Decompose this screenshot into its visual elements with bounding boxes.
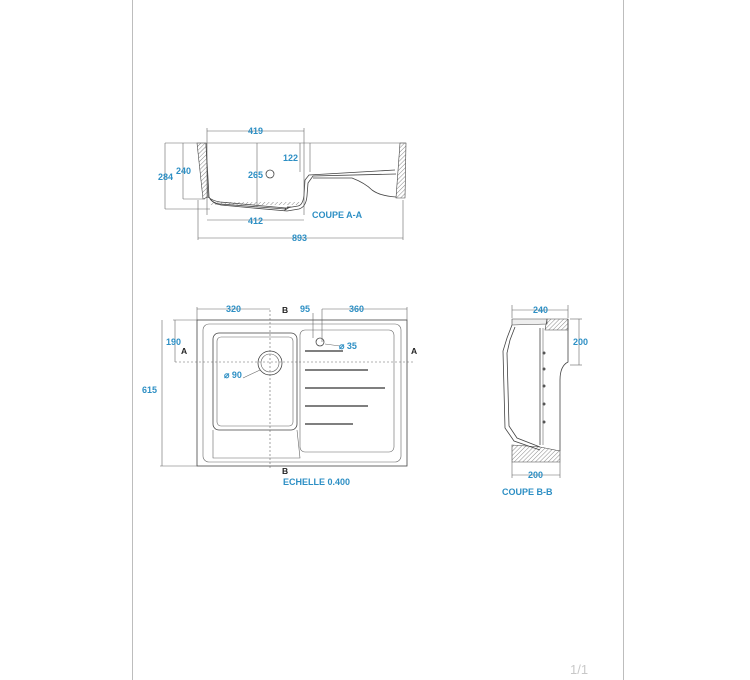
dim-bb-bottom-width: 200 xyxy=(528,470,543,480)
cut-mark-a-left: A xyxy=(181,346,187,356)
cut-mark-b-bottom: B xyxy=(282,466,288,476)
dim-aa-bottom-width: 412 xyxy=(248,216,263,226)
dim-plan-tap-offset: 95 xyxy=(300,304,310,314)
dim-plan-overall-depth: 615 xyxy=(142,385,157,395)
cut-mark-a-right: A xyxy=(411,346,417,356)
dim-aa-depth-inner: 240 xyxy=(176,166,191,176)
cut-mark-b-top: B xyxy=(282,305,288,315)
dim-aa-overall-width: 893 xyxy=(292,233,307,243)
section-bb-title: COUPE B-B xyxy=(502,487,553,497)
dim-tap-diameter: ⌀ 35 xyxy=(339,341,357,351)
dim-aa-top-width: 419 xyxy=(248,126,263,136)
dim-plan-left-width: 320 xyxy=(226,304,241,314)
dim-aa-hole-height: 265 xyxy=(248,170,263,180)
dim-bb-height: 200 xyxy=(573,337,588,347)
dim-plan-right-width: 360 xyxy=(349,304,364,314)
dim-plan-cut-height: 190 xyxy=(166,337,181,347)
section-bb-drawing: 240 200 200 COUPE B-B xyxy=(502,305,588,497)
pdf-page xyxy=(132,0,624,680)
section-aa-title: COUPE A-A xyxy=(312,210,363,220)
dim-bb-top-width: 240 xyxy=(533,305,548,315)
scale-label: ECHELLE 0.400 xyxy=(283,477,350,487)
dim-aa-drainer-depth: 122 xyxy=(283,153,298,163)
section-aa-drawing: 419 284 240 265 122 412 893 COUPE A-A xyxy=(158,126,407,243)
plan-view-drawing: 320 95 360 190 615 ⌀ 90 ⌀ 35 B B A A ECH… xyxy=(142,304,417,487)
dim-aa-depth-outer: 284 xyxy=(158,172,173,182)
page-indicator: 1/1 xyxy=(570,662,589,677)
dim-drain-diameter: ⌀ 90 xyxy=(224,370,242,380)
